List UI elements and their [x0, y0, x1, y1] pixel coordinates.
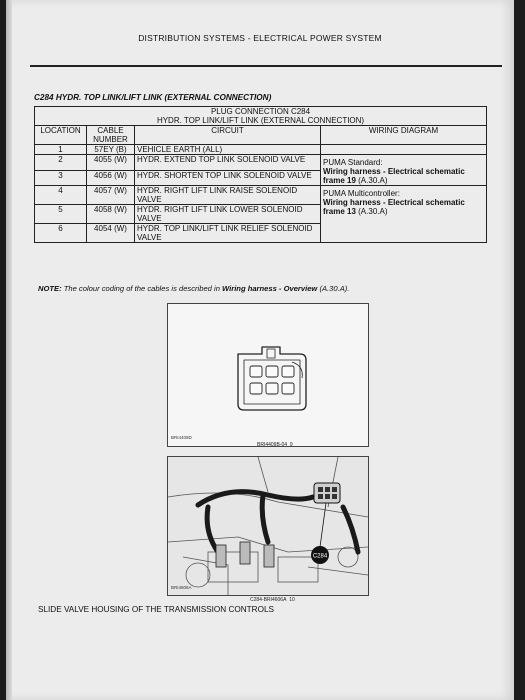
- diagram-multi-frame-number: frame 13: [323, 207, 356, 216]
- diagram-multi-ref: Wiring harness - Electrical schematic: [323, 198, 465, 207]
- figure2-code: BRI4606A: [171, 585, 192, 590]
- valve-housing-figure: C284 BRI4606A: [167, 456, 369, 596]
- section-title: C284 HYDR. TOP LINK/LIFT LINK (EXTERNAL …: [34, 93, 272, 102]
- diagram-multi-frame-code: (A.30.A): [355, 207, 388, 216]
- diagram-standard-frame: frame 19 (A.30.A): [323, 176, 484, 185]
- plug-connection-table: PLUG CONNECTION C284 HYDR. TOP LINK/LIFT…: [33, 106, 488, 243]
- figure2-ref-code: C284-BRI4606A: [250, 597, 287, 603]
- valve-housing-drawing: C284: [167, 456, 369, 595]
- note-text: The colour coding of the cables is descr…: [61, 284, 223, 293]
- connector-figure: BRI4409D: [167, 303, 369, 447]
- table-row: 2 4055 (W) HYDR. EXTEND TOP LINK SOLENOI…: [34, 154, 488, 186]
- table-row: 3 4056 (W) HYDR. SHORTEN TOP LINK SOLENO…: [34, 169, 487, 186]
- table-header-row: LOCATION CABLE NUMBER CIRCUIT WIRING DIA…: [34, 125, 488, 145]
- cell-location: 6: [34, 223, 87, 243]
- cell-circuit: HYDR. SHORTEN TOP LINK SOLENOID VALVE: [134, 169, 321, 186]
- cell-cable: 4055 (W): [86, 154, 135, 171]
- header-cable-number: CABLE NUMBER: [86, 125, 135, 145]
- cell-cable: 57EY (B): [86, 144, 135, 155]
- cell-location: 5: [34, 204, 87, 224]
- table-title-row: PLUG CONNECTION C284 HYDR. TOP LINK/LIFT…: [33, 106, 488, 126]
- figure1-ref-code: BRI4409B-04: [257, 442, 288, 448]
- cell-cable: 4057 (W): [86, 185, 135, 205]
- cell-location: 2: [34, 154, 87, 171]
- page-edge: [6, 0, 12, 700]
- figure2-number: 10: [289, 597, 295, 603]
- table-title: PLUG CONNECTION C284 HYDR. TOP LINK/LIFT…: [33, 106, 488, 126]
- callout-label: C284: [313, 554, 328, 560]
- table-title-line1: PLUG CONNECTION C284: [210, 107, 311, 116]
- cell-cable: 4058 (W): [86, 204, 135, 224]
- table-title-line2: HYDR. TOP LINK/LIFT LINK (EXTERNAL CONNE…: [156, 116, 365, 125]
- cell-circuit: HYDR. EXTEND TOP LINK SOLENOID VALVE: [134, 154, 321, 171]
- note-label: NOTE:: [38, 284, 62, 293]
- figure1-code: BRI4409D: [171, 435, 192, 440]
- header-circuit: CIRCUIT: [134, 125, 321, 145]
- note-link: Wiring harness - Overview: [222, 284, 318, 293]
- manual-page: DISTRIBUTION SYSTEMS - ELECTRICAL POWER …: [6, 0, 514, 700]
- cell-location: 3: [34, 169, 87, 186]
- table-row: 6 4054 (W) HYDR. TOP LINK/LIFT LINK RELI…: [34, 223, 487, 243]
- cell-cable: 4056 (W): [86, 169, 135, 186]
- connector-drawing: [237, 346, 307, 411]
- note: NOTE: The colour coding of the cables is…: [38, 284, 349, 293]
- cell-diagram-empty: [319, 144, 488, 155]
- cell-location: 1: [34, 144, 87, 155]
- cell-diagram-standard: PUMA Standard: Wiring harness - Electric…: [319, 154, 488, 186]
- diagram-standard-frame-number: frame 19: [323, 176, 356, 185]
- diagram-multi-label: PUMA Multicontroller:: [323, 189, 400, 198]
- figure2-ref: C284-BRI4606A 10: [250, 597, 295, 603]
- cell-circuit: HYDR. TOP LINK/LIFT LINK RELIEF SOLENOID…: [134, 223, 321, 243]
- figure1-number: 9: [289, 442, 293, 448]
- cell-circuit: HYDR. RIGHT LIFT LINK RAISE SOLENOID VAL…: [134, 185, 321, 205]
- cell-circuit: HYDR. RIGHT LIFT LINK LOWER SOLENOID VAL…: [134, 204, 321, 224]
- header-rule: [30, 65, 502, 67]
- table-row: 1 57EY (B) VEHICLE EARTH (ALL): [34, 144, 488, 155]
- diagram-multi-frame: frame 13 (A.30.A): [323, 207, 484, 216]
- note-suffix: (A.30.A).: [317, 284, 350, 293]
- cell-cable: 4054 (W): [86, 223, 135, 243]
- diagram-standard-ref: Wiring harness - Electrical schematic: [323, 167, 465, 176]
- figure-caption: SLIDE VALVE HOUSING OF THE TRANSMISSION …: [38, 605, 274, 614]
- cell-circuit: VEHICLE EARTH (ALL): [134, 144, 321, 155]
- diagram-standard-label: PUMA Standard:: [323, 158, 383, 167]
- header-wiring-diagram: WIRING DIAGRAM: [319, 125, 488, 145]
- page-header: DISTRIBUTION SYSTEMS - ELECTRICAL POWER …: [138, 33, 382, 43]
- cell-diagram-multicontroller: PUMA Multicontroller: Wiring harness - E…: [319, 185, 488, 243]
- figure1-ref: BRI4409B-04 9: [257, 442, 293, 448]
- cell-location: 4: [34, 185, 87, 205]
- header-location: LOCATION: [34, 125, 87, 145]
- diagram-standard-frame-code: (A.30.A): [355, 176, 388, 185]
- table-row: 4 4057 (W) HYDR. RIGHT LIFT LINK RAISE S…: [34, 185, 488, 243]
